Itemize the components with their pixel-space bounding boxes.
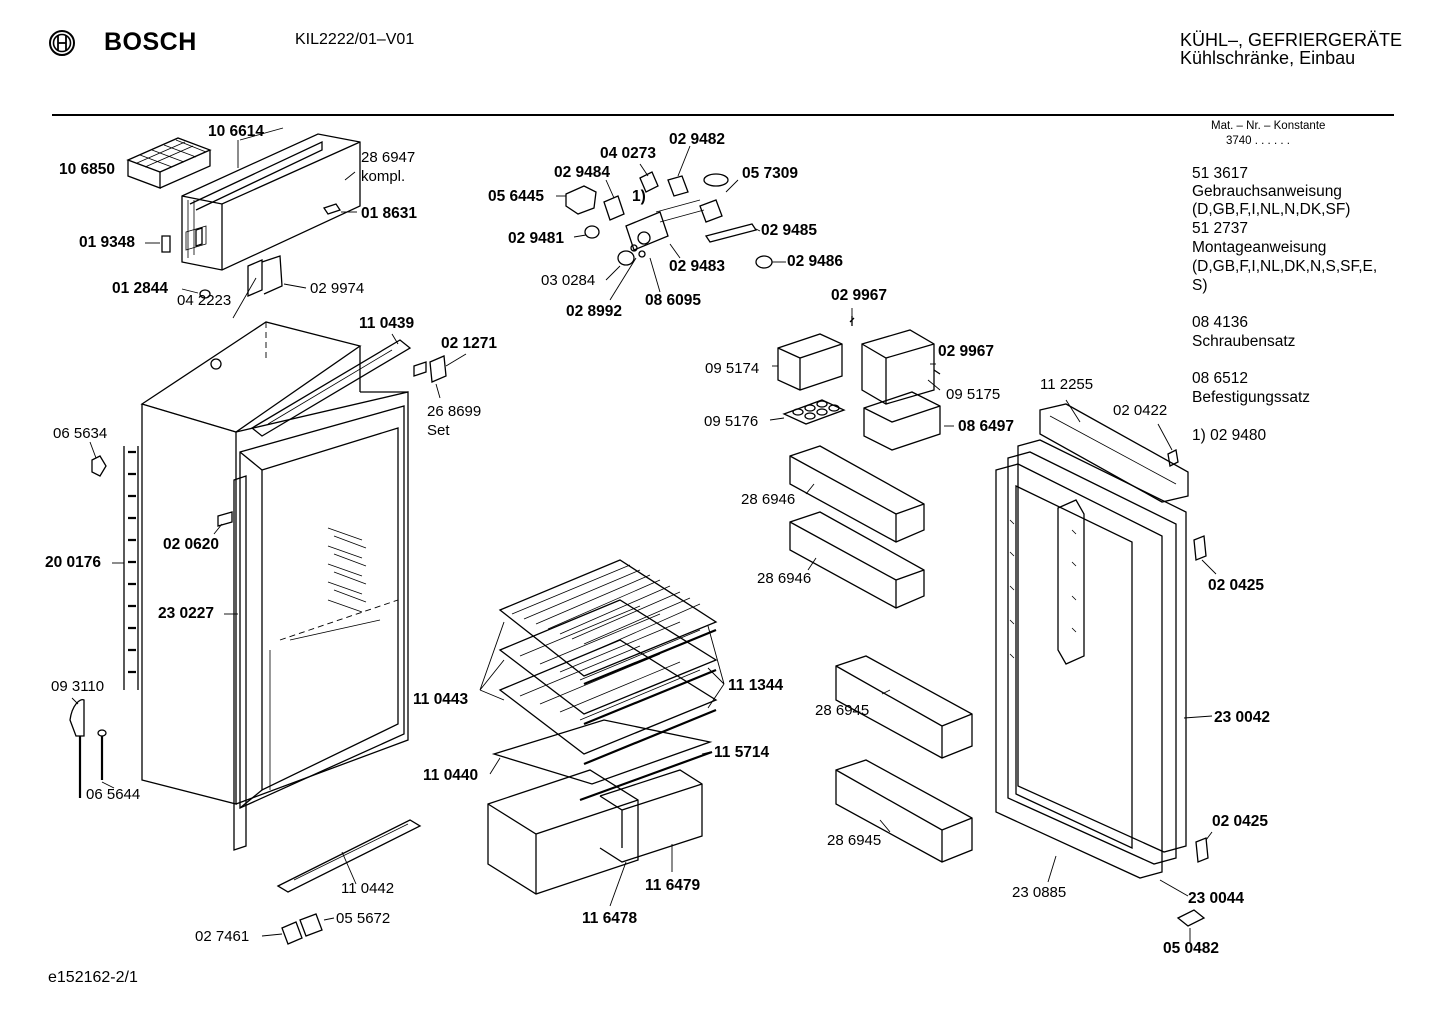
part-label: 11 0443 (413, 691, 469, 708)
part-label: 02 0422 (1113, 402, 1168, 419)
model-number: KIL2222/01–V01 (295, 31, 415, 48)
part-label: 02 9483 (669, 258, 726, 275)
part-label: 02 9486 (787, 253, 844, 270)
category-title: KÜHL–, GEFRIERGERÄTE (1180, 30, 1403, 50)
part-label: 02 1271 (441, 335, 498, 352)
part-label: 04 0273 (600, 145, 657, 162)
part-label: 1) (632, 188, 646, 205)
part-label: 02 9967 (831, 287, 888, 304)
part-label: 23 0227 (158, 605, 215, 622)
part-label: 02 8992 (566, 303, 623, 320)
part-label: 11 5714 (714, 744, 770, 761)
part-label: 28 6945 (815, 702, 870, 719)
brand-name: BOSCH (104, 28, 197, 56)
category-subtitle: Kühlschränke, Einbau (1180, 48, 1356, 68)
part-label: 02 0620 (163, 536, 220, 553)
bosch-logo-icon (48, 29, 76, 57)
part-label: 11 0440 (423, 767, 479, 784)
doc-number-2: 51 2737 (1192, 220, 1249, 237)
part-label: 01 9348 (79, 234, 136, 251)
part-label: 26 8699 (427, 403, 482, 420)
part-label: 02 9481 (508, 230, 565, 247)
part-label: 05 5672 (336, 910, 391, 927)
part-label: 02 0425 (1212, 813, 1269, 830)
part-label: 02 9974 (310, 280, 365, 297)
doc-number-3: 08 4136 (1192, 314, 1249, 331)
part-label: 23 0044 (1188, 890, 1245, 907)
part-label: 10 6614 (208, 123, 265, 140)
part-label: 06 5634 (53, 425, 108, 442)
footnote: 1) 02 9480 (1192, 427, 1267, 444)
doc-text-2: Montageanweisung (1192, 239, 1327, 256)
part-label: 09 5175 (946, 386, 1001, 403)
doc-text-2c: S) (1192, 277, 1208, 294)
part-label: 28 6945 (827, 832, 882, 849)
part-label: 28 6946 (757, 570, 812, 587)
part-label: 06 5644 (86, 786, 141, 803)
doc-text-4: Befestigungssatz (1192, 389, 1311, 406)
doc-text-2b: (D,GB,F,I,NL,DK,N,S,SF,E, (1192, 258, 1378, 275)
cabinet-drawing (140, 321, 409, 851)
part-label: 08 6095 (645, 292, 702, 309)
part-label: 02 9482 (669, 131, 726, 148)
material-number-header: Mat. – Nr. – Konstante (1211, 120, 1326, 132)
doc-text-1: Gebrauchsanweisung (1192, 183, 1342, 200)
part-label: 11 6479 (645, 877, 701, 894)
doc-number-1: 51 3617 (1192, 165, 1249, 182)
part-label: 03 0284 (541, 272, 596, 289)
ice-tray-drawing (126, 137, 212, 189)
condenser-coil-drawing (123, 446, 139, 690)
part-label: 11 0442 (341, 880, 395, 897)
material-number-value: 3740 . . . . . . (1226, 135, 1290, 147)
drawing-code: e152162-2/1 (48, 969, 138, 986)
part-label: 02 9484 (554, 164, 611, 181)
part-label: 02 9967 (938, 343, 995, 360)
doc-text-1b: (D,GB,F,I,NL,N,DK,SF) (1192, 201, 1351, 218)
doc-number-4: 08 6512 (1192, 370, 1249, 387)
freezer-door-drawing (181, 133, 361, 271)
part-label: 20 0176 (45, 554, 102, 571)
doc-text-3: Schraubensatz (1192, 333, 1296, 350)
part-label: 23 0885 (1012, 884, 1067, 901)
part-label: 02 7461 (195, 928, 250, 945)
part-label: Set (427, 422, 450, 439)
part-label: 02 9485 (761, 222, 818, 239)
part-label: 08 6497 (958, 418, 1015, 435)
part-label: 28 6947 (361, 149, 416, 166)
part-label: 23 0042 (1214, 709, 1271, 726)
part-label: 02 0425 (1208, 577, 1265, 594)
part-label: 10 6850 (59, 161, 116, 178)
part-label: 05 0482 (1163, 940, 1220, 957)
part-label: 11 2255 (1040, 376, 1094, 393)
part-label: 01 8631 (361, 205, 418, 222)
part-label: 05 7309 (742, 165, 799, 182)
header-divider (52, 114, 1394, 116)
part-label: 09 3110 (51, 678, 105, 695)
part-label: kompl. (361, 168, 406, 185)
part-label: 04 2223 (177, 292, 232, 309)
part-label: 09 5174 (705, 360, 760, 377)
part-label: 11 6478 (582, 910, 638, 927)
part-label: 11 0439 (359, 315, 415, 332)
part-label: 05 6445 (488, 188, 545, 205)
part-label: 28 6946 (741, 491, 796, 508)
part-label: 01 2844 (112, 280, 169, 297)
part-label: 09 5176 (704, 413, 759, 430)
part-label: 11 1344 (728, 677, 784, 694)
